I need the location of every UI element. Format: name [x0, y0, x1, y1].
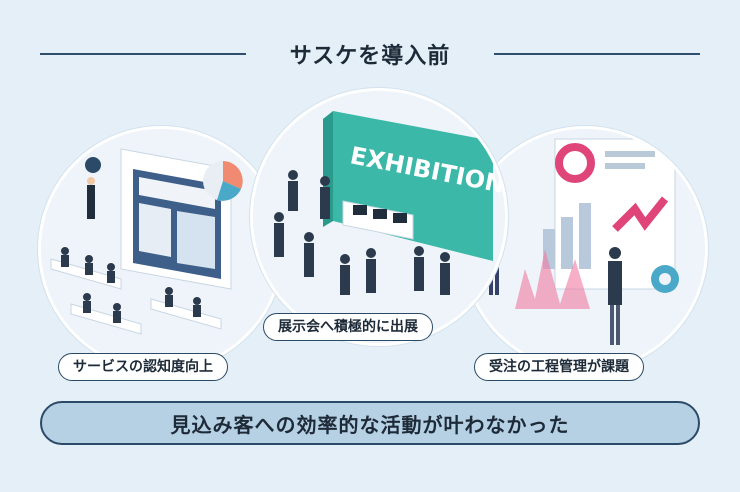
- panel-label-exhibition: 展示会へ積極的に出展: [263, 313, 433, 341]
- exhibition-illustration: EXHIBITION: [250, 88, 508, 346]
- analytics-scene-icon: [465, 129, 705, 369]
- office-scene-icon: [41, 129, 281, 369]
- section-title: サスケを導入前: [40, 38, 700, 70]
- panel-label-awareness: サービスの認知度向上: [58, 353, 228, 381]
- title-rule-right: [494, 53, 700, 55]
- title-text: サスケを導入前: [289, 44, 451, 69]
- panel-label-process: 受注の工程管理が課題: [474, 353, 644, 381]
- conclusion-text: 見込み客への効率的な活動が叶わなかった: [170, 412, 570, 437]
- exhibition-scene-icon: EXHIBITION: [253, 91, 505, 343]
- title-rule-left: [40, 53, 246, 55]
- awareness-illustration: [38, 126, 284, 372]
- conclusion-banner: 見込み客への効率的な活動が叶わなかった: [40, 401, 700, 445]
